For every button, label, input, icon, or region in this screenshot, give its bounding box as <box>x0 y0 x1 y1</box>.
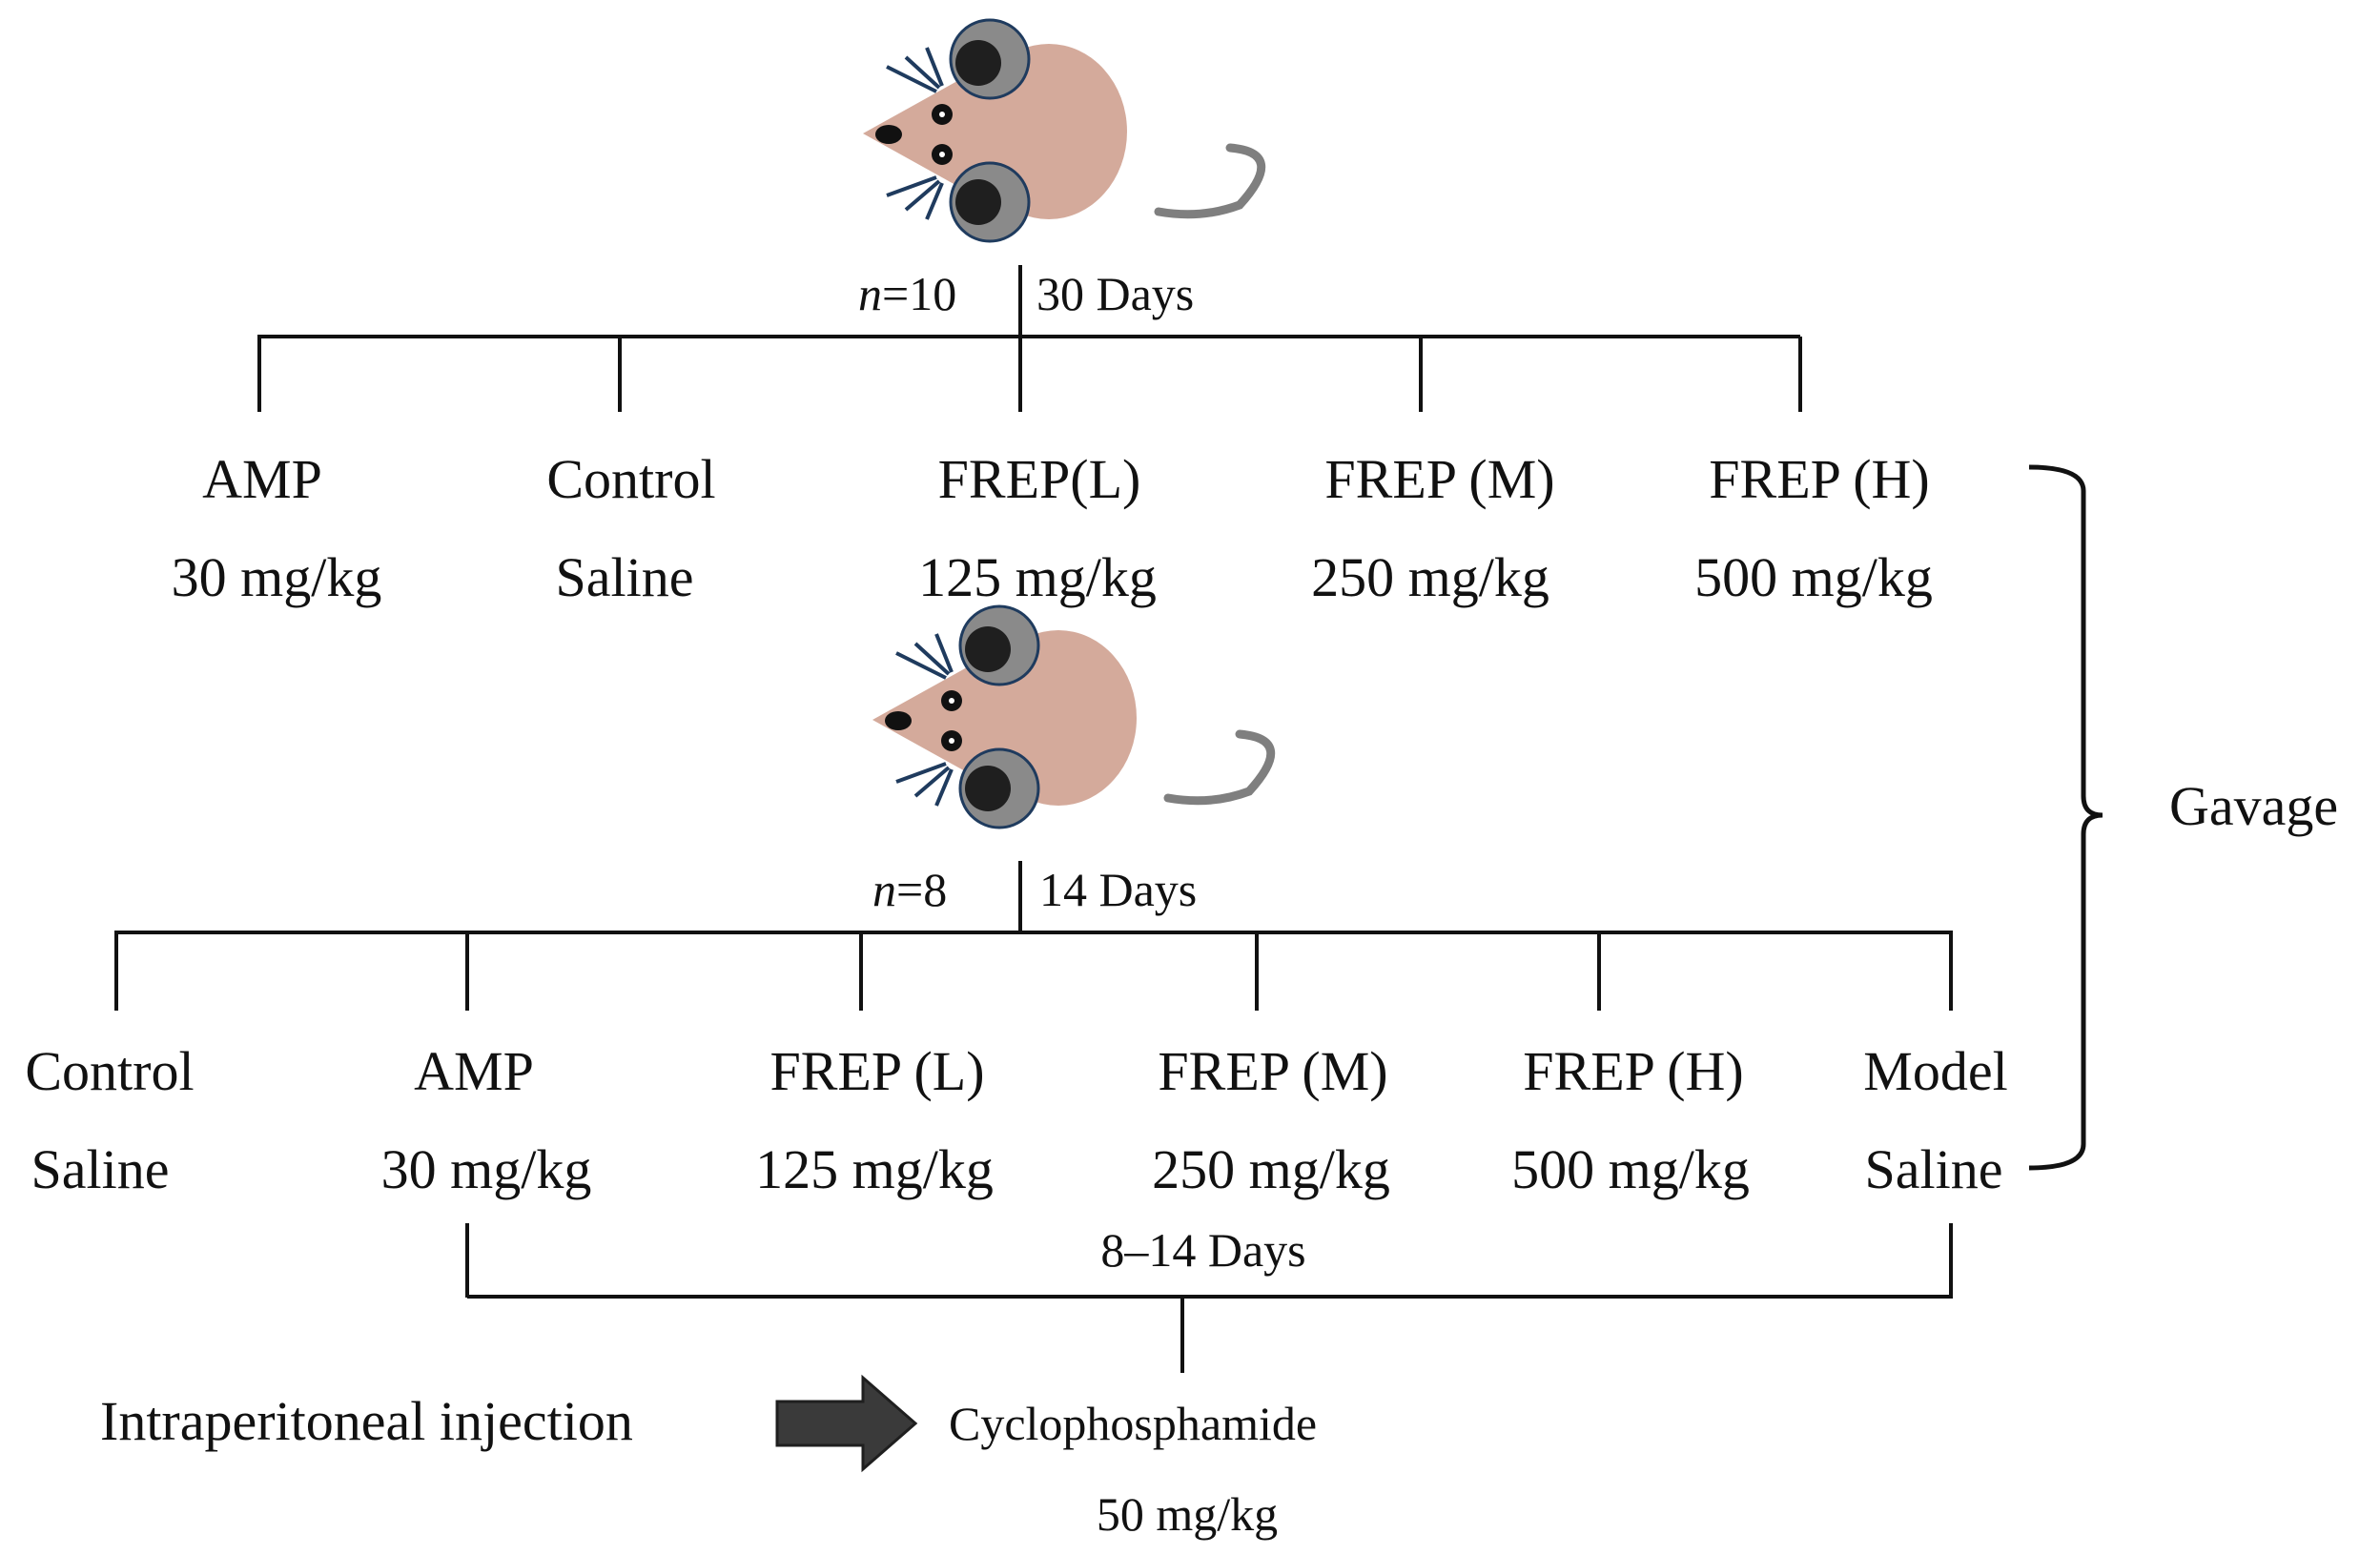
injection-dose: 50 mg/kg <box>1097 1487 1278 1541</box>
study1-group-name: FREP (M) <box>1324 448 1554 510</box>
curly-brace-icon <box>2028 464 2103 1171</box>
study1-duration: 30 Days <box>1036 267 1194 320</box>
study1-group-name: FREP(L) <box>938 448 1141 510</box>
study2-group-dose: Saline <box>31 1138 170 1200</box>
study2-group-name: FREP (L) <box>769 1040 984 1102</box>
study2-tree <box>114 861 1953 1011</box>
study2-group-dose: 250 mg/kg <box>1152 1138 1390 1200</box>
injection-period: 8–14 Days <box>1100 1223 1305 1277</box>
study1-group-name: FREP (H) <box>1709 448 1930 510</box>
gavage-label: Gavage <box>2169 775 2338 837</box>
study1-tree <box>257 265 1802 412</box>
injection-route: Intraperitoneal injection <box>100 1390 633 1452</box>
right-arrow-icon <box>775 1374 918 1473</box>
study2-group-dose: Saline <box>1865 1138 2003 1200</box>
study2-group-dose: 30 mg/kg <box>381 1138 592 1200</box>
injection-drug: Cyclophosphamide <box>949 1397 1317 1450</box>
study1-group-dose: 125 mg/kg <box>918 546 1157 608</box>
study1-group-dose: 30 mg/kg <box>172 546 382 608</box>
study1-n-label: n=10 <box>858 267 956 320</box>
study2-group-name: Control <box>25 1040 194 1102</box>
study1-group-name: AMP <box>202 448 322 510</box>
mouse-icon <box>863 18 1266 243</box>
study1-group-dose: 500 mg/kg <box>1694 546 1933 608</box>
study1-group-name: Control <box>546 448 715 510</box>
study2-duration: 14 Days <box>1039 863 1197 916</box>
study1-group-dose: Saline <box>556 546 694 608</box>
study2-group-dose: 500 mg/kg <box>1511 1138 1750 1200</box>
study1-group-dose: 250 mg/kg <box>1311 546 1549 608</box>
study2-group-name: Model <box>1863 1040 2007 1102</box>
study2-group-name: FREP (M) <box>1158 1040 1387 1102</box>
study2-n-label: n=8 <box>872 863 947 916</box>
injection-bracket <box>465 1223 1953 1373</box>
study2-group-dose: 125 mg/kg <box>755 1138 994 1200</box>
study2-group-name: AMP <box>414 1040 534 1102</box>
study2-group-name: FREP (H) <box>1523 1040 1744 1102</box>
mouse-icon <box>872 604 1276 829</box>
